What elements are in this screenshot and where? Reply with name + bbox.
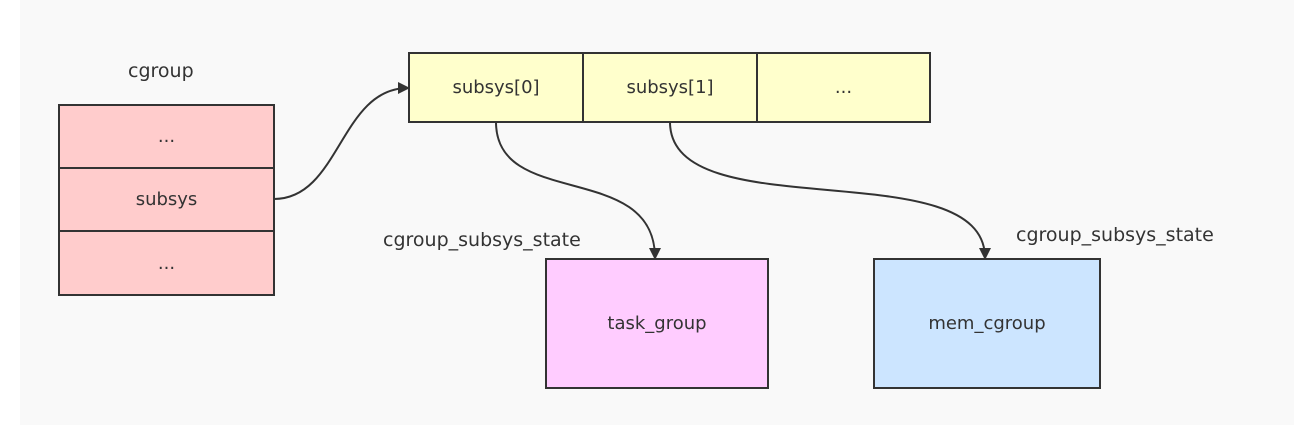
arrow-subsys1-to-mem-cgroup [669, 121, 991, 260]
subsys-array-cell-0: subsys[0] [410, 54, 584, 121]
arrow-subsys0-to-task-group [495, 121, 661, 260]
subsys-array-cell-2-label: ... [834, 77, 853, 98]
subsys-array-cell-0-label: subsys[0] [452, 77, 540, 98]
state-label-right: cgroup_subsys_state [1016, 224, 1214, 246]
subsys-array-cell-2: ... [758, 54, 929, 121]
mem-cgroup-box: mem_cgroup [873, 258, 1101, 389]
subsys-array-cell-1-label: subsys[1] [626, 77, 714, 98]
task-group-label: task_group [607, 313, 707, 334]
cgroup-row-bottom: ... [60, 232, 273, 294]
cgroup-row-subsys-label: subsys [135, 189, 198, 210]
cgroup-row-bottom-label: ... [157, 252, 176, 274]
cgroup-row-subsys: subsys [60, 169, 273, 232]
subsys-array-cell-1: subsys[1] [584, 54, 758, 121]
cgroup-struct: ... subsys ... [58, 104, 275, 296]
subsys-array: subsys[0] subsys[1] ... [408, 52, 931, 123]
cgroup-row-top-label: ... [157, 126, 176, 147]
cgroup-title: cgroup [128, 60, 194, 82]
arrow-subsys-to-array [273, 82, 410, 200]
mem-cgroup-label: mem_cgroup [928, 313, 1046, 334]
state-label-left: cgroup_subsys_state [383, 229, 581, 251]
cgroup-row-top: ... [60, 106, 273, 169]
task-group-box: task_group [545, 258, 769, 389]
